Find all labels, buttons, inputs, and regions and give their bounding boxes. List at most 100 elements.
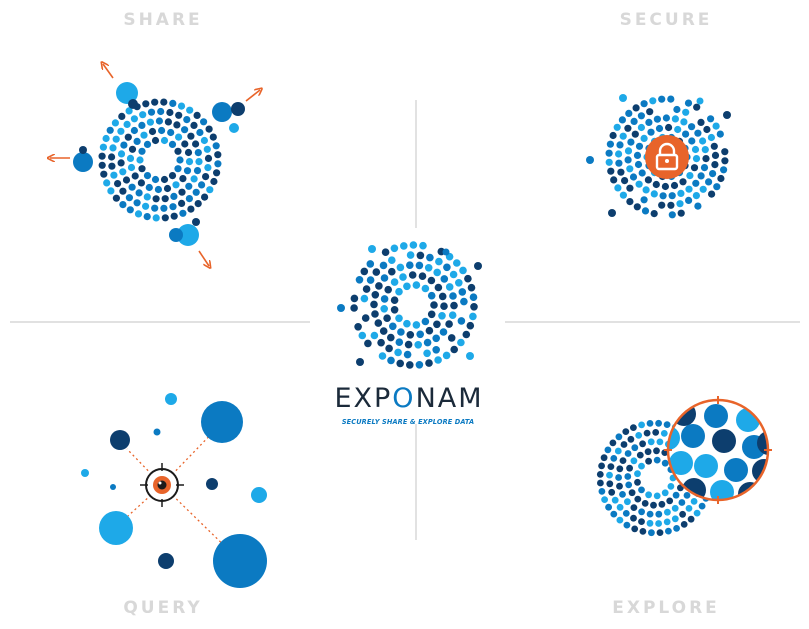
ring-dot [615,474,622,481]
ring-dot [155,117,163,125]
ring-dot [110,171,118,179]
ring-dot [395,287,403,296]
ring-dot [177,102,186,110]
ring-dot [379,327,388,335]
ring-dot [616,503,624,511]
ring-dot [130,126,138,135]
ring-dot [423,338,432,347]
ring-dot [445,320,453,328]
ring-dot [438,292,447,301]
ring-dot [640,134,648,142]
ring-dot [187,205,195,213]
ring-dot [370,331,379,340]
ring-dot [687,515,695,523]
ring-dot [624,450,632,457]
ring-dot [635,432,643,439]
ring-dot [170,192,178,200]
ring-dot [640,196,648,204]
ring-dot [355,276,364,284]
ring-dot [601,496,608,503]
ring-dot [677,209,685,217]
ring-dot [389,322,397,331]
ring-dot [678,499,686,506]
ring-dot [616,465,624,473]
ring-dot [663,421,671,428]
ring-dot [126,206,134,214]
ring-dot [403,319,411,328]
ring-dot [390,306,399,314]
ring-dot [614,184,622,192]
ring-dot [185,182,193,190]
ring-dot [621,177,629,185]
ring-dot [676,200,684,208]
ring-dot [399,273,407,281]
ring-dot [633,151,642,159]
eye-target-icon [140,463,184,507]
ring-dot [378,352,387,360]
ring-dot [462,330,471,339]
ring-dot [684,99,693,107]
ring-dot [143,213,151,221]
ring-dot [380,274,389,282]
magnifier-lens-icon [664,396,772,504]
ring-dot [375,282,383,290]
ring-dot [426,253,434,262]
logo-ring-dots [350,241,478,369]
ring-dot [169,99,177,107]
ring-dot [457,338,465,347]
ring-dot [427,276,436,285]
ring-dot [646,510,654,518]
ring-dot [616,516,624,524]
ring-dot [600,454,608,462]
ring-dot [204,154,213,162]
ring-dot [419,241,427,250]
ring-dot [672,491,680,499]
ring-dot [630,514,637,522]
ring-dot [214,151,222,159]
ring-dot [137,179,145,187]
brand-tagline: SECURELY SHARE & EXPLORE DATA [341,418,475,426]
share-arrows [50,64,260,266]
ring-dot [201,193,209,201]
ring-dot [174,165,182,173]
ring-dot [661,459,669,467]
ring-dot [457,317,466,325]
ring-dot [467,283,476,292]
ring-dot [674,125,682,134]
ring-dot [362,285,371,293]
ring-dot [619,132,627,140]
ring-dot [143,193,151,201]
ring-dot [181,126,189,134]
ring-dot [638,486,645,494]
ring-dot [634,470,641,478]
ring-dot [184,148,193,157]
ring-dot [360,294,369,303]
ring-dot [629,173,638,181]
logo-scatter-dots [337,245,482,366]
ring-dot [701,146,709,154]
ring-dot [406,251,415,259]
ring-dot [680,118,688,126]
ring-dot [408,271,417,279]
ring-dot [671,515,679,523]
ring-dot [470,303,478,311]
ring-dot [427,310,436,319]
ring-dot [379,261,388,270]
ring-dot [710,142,718,150]
ring-dot [713,183,721,191]
ring-dot [666,497,674,505]
ring-dot [721,148,729,156]
ring-dot [403,282,411,291]
ring-dot [122,176,131,184]
ring-dot [615,150,623,158]
ring-dot [128,145,137,153]
ring-dot [212,142,220,150]
ring-dot [438,312,446,320]
ring-dot [624,498,631,506]
ring-dot [667,483,675,490]
ring-dot [416,251,425,260]
ring-dot [185,158,194,166]
ring-dot [645,457,652,465]
ring-dot [679,178,687,186]
ring-dot [185,195,193,203]
